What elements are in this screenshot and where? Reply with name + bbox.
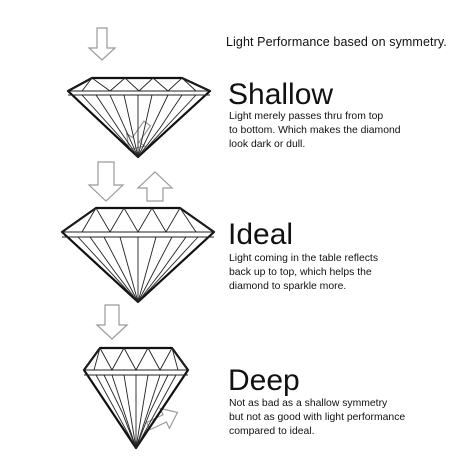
shallow-diamond: [66, 76, 212, 159]
light-in-arrow-shallow: [87, 27, 117, 61]
light-in-arrow-ideal: [87, 161, 125, 202]
diagram-heading: Light Performance based on symmetry.: [226, 35, 447, 49]
shallow-title: Shallow: [228, 78, 334, 111]
light-in-arrow-deep: [95, 304, 129, 340]
deep-title: Deep: [228, 364, 300, 397]
light-reflect-arrow-ideal: [136, 171, 174, 202]
ideal-diamond: [60, 206, 216, 304]
deep-description: Not as bad as a shallow symmetry but not…: [229, 398, 406, 437]
deep-group: [82, 304, 190, 450]
shallow-description: Light merely passes thru from top to bot…: [229, 111, 401, 150]
ideal-description: Light coming in the table reflects back …: [229, 253, 379, 292]
light-out-arrow-deep: [145, 407, 179, 431]
deep-diamond: [82, 346, 190, 450]
shallow-group: [66, 27, 212, 159]
ideal-title: Ideal: [228, 218, 294, 251]
ideal-group: [60, 161, 216, 304]
